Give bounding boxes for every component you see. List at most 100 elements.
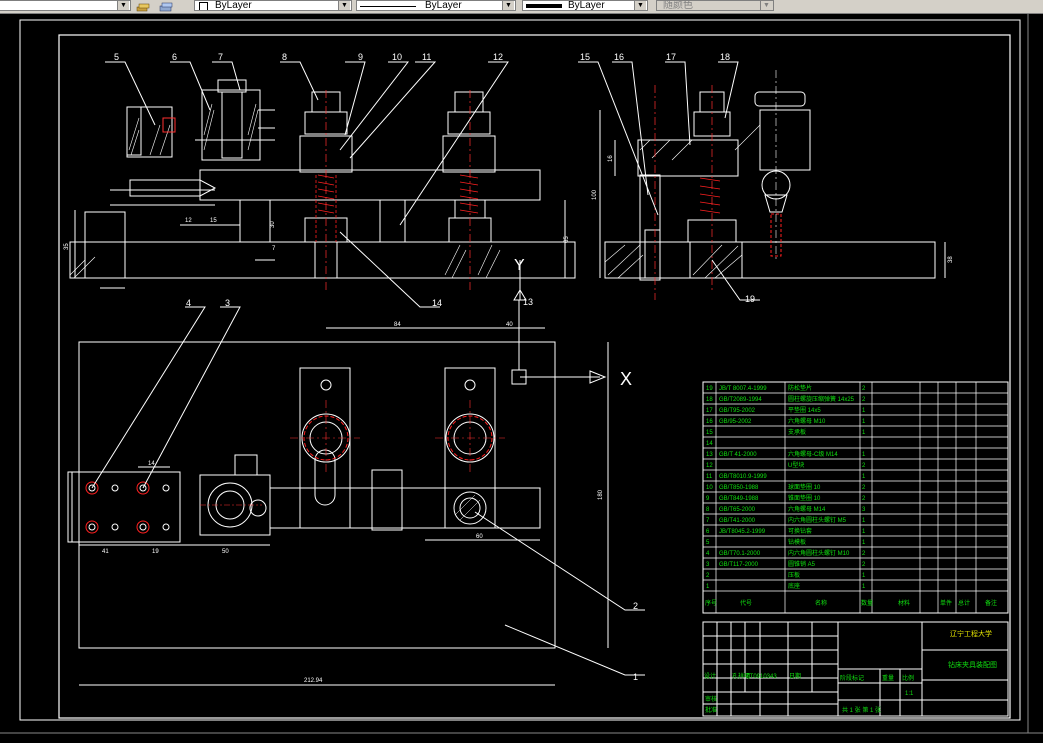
part-qty: 2	[862, 496, 866, 502]
balloon-16: 16	[614, 52, 624, 62]
part-code: GB/T8010.9-1999	[719, 474, 767, 480]
balloon-10: 10	[392, 52, 402, 62]
balloon-9: 9	[358, 52, 363, 62]
front-view	[69, 61, 576, 308]
drawing-canvas[interactable]: 5 6 7 8 9 10 11 12 14 13 35 65 12 15 30 …	[0, 13, 1043, 743]
linetype-dropdown[interactable]: ByLayer ▼	[356, 0, 516, 11]
part-qty: 2	[862, 485, 866, 491]
part-number: 19	[706, 386, 713, 392]
part-qty: 2	[862, 386, 866, 392]
part-qty: 3	[862, 507, 866, 513]
dim-41: 41	[102, 549, 109, 555]
linetype-value: ByLayer	[425, 0, 462, 11]
linetype-swatch-icon	[360, 6, 416, 7]
part-qty: 2	[862, 397, 866, 403]
chevron-down-icon[interactable]: ▼	[634, 1, 646, 10]
header-code: 代号	[740, 599, 752, 607]
part-name: 六角螺母-C级 M14	[788, 450, 838, 458]
chevron-down-icon[interactable]: ▼	[338, 1, 350, 10]
dim-60: 60	[476, 534, 483, 540]
balloon-1: 1	[633, 672, 638, 682]
layer-stack-icon[interactable]	[136, 0, 150, 12]
plotstyle-value: 随颜色	[663, 0, 693, 11]
dim-180: 180	[598, 489, 604, 500]
part-number: 8	[706, 507, 710, 513]
y-axis-indicator: Y	[513, 257, 527, 301]
part-code: JB/T8045.2-1999	[719, 529, 766, 535]
part-name: 可换钻套	[788, 527, 812, 535]
part-qty: 2	[862, 562, 866, 568]
header-note: 备注	[985, 599, 997, 607]
parts-row: 14	[706, 441, 713, 447]
part-code: GB/T70.1-2000	[719, 551, 761, 557]
dim-15: 15	[210, 218, 217, 224]
balloon-13: 13	[523, 297, 533, 307]
layer-dropdown[interactable]: ▼	[0, 0, 131, 11]
svg-text:Y: Y	[514, 257, 525, 274]
balloon-7: 7	[218, 52, 223, 62]
dim-65: 65	[564, 236, 570, 243]
balloon-4: 4	[186, 298, 191, 308]
tb-review-label: 审核	[705, 695, 717, 703]
part-name: 内六角圆柱头螺钉 M10	[788, 549, 850, 557]
part-code: GB/T850-1988	[719, 485, 759, 491]
part-qty: 1	[862, 540, 866, 546]
chevron-down-icon[interactable]: ▼	[760, 1, 772, 10]
header-name: 名称	[815, 599, 827, 607]
tb-designer-id: ZT0910343	[746, 674, 777, 680]
part-number: 4	[706, 551, 710, 557]
side-view	[578, 61, 946, 301]
x-axis-label: X	[620, 369, 632, 389]
part-code: GB/T849-1988	[719, 496, 759, 502]
part-code: GB/T117-2000	[719, 562, 759, 568]
part-qty: 1	[862, 474, 866, 480]
part-name: 钻模板	[788, 538, 806, 546]
part-name: 球面垫圈 10	[788, 483, 821, 491]
part-qty: 2	[862, 551, 866, 557]
tb-mass-label: 重量	[882, 674, 894, 682]
balloon-6: 6	[172, 52, 177, 62]
tb-approve-label: 批准	[705, 706, 717, 714]
layer-previous-icon[interactable]	[158, 0, 174, 12]
part-name: 内六角圆柱头螺钉 M5	[788, 516, 847, 524]
header-weight-single: 单件	[940, 599, 952, 607]
properties-toolbar: ▼ ByLayer ▼ ByLayer ▼ ByLayer ▼ 随颜色 ▼	[0, 0, 1043, 14]
balloon-2: 2	[633, 601, 638, 611]
color-control-value: ByLayer	[215, 0, 252, 11]
part-code: GB/T95-2002	[719, 408, 756, 414]
dim-38: 38	[948, 256, 954, 263]
chevron-down-icon[interactable]: ▼	[117, 1, 129, 10]
part-code: GB/T 41-2000	[719, 452, 757, 458]
dim-16: 16	[608, 155, 614, 162]
dim-30: 30	[270, 221, 276, 228]
balloon-19: 19	[745, 294, 755, 304]
balloon-5: 5	[114, 52, 119, 62]
balloon-15: 15	[580, 52, 590, 62]
header-weight-total: 总计	[958, 599, 970, 607]
color-control-dropdown[interactable]: ByLayer ▼	[194, 0, 352, 11]
chevron-down-icon[interactable]: ▼	[502, 1, 514, 10]
parts-row: 4 GB/T70.1-2000 内六角圆柱头螺钉 M10 2	[706, 549, 866, 557]
outer-border	[19, 19, 1021, 721]
part-number: 6	[706, 529, 710, 535]
part-qty: 1	[862, 573, 866, 579]
part-number: 15	[706, 430, 713, 436]
plotstyle-dropdown[interactable]: 随颜色 ▼	[656, 0, 774, 11]
part-code: GB/95-2002	[719, 419, 752, 425]
part-code: JB/T 8007.4-1999	[719, 386, 767, 392]
header-no: 序号	[705, 599, 717, 607]
lineweight-dropdown[interactable]: ByLayer ▼	[522, 0, 648, 11]
part-name: 支承板	[788, 428, 806, 436]
